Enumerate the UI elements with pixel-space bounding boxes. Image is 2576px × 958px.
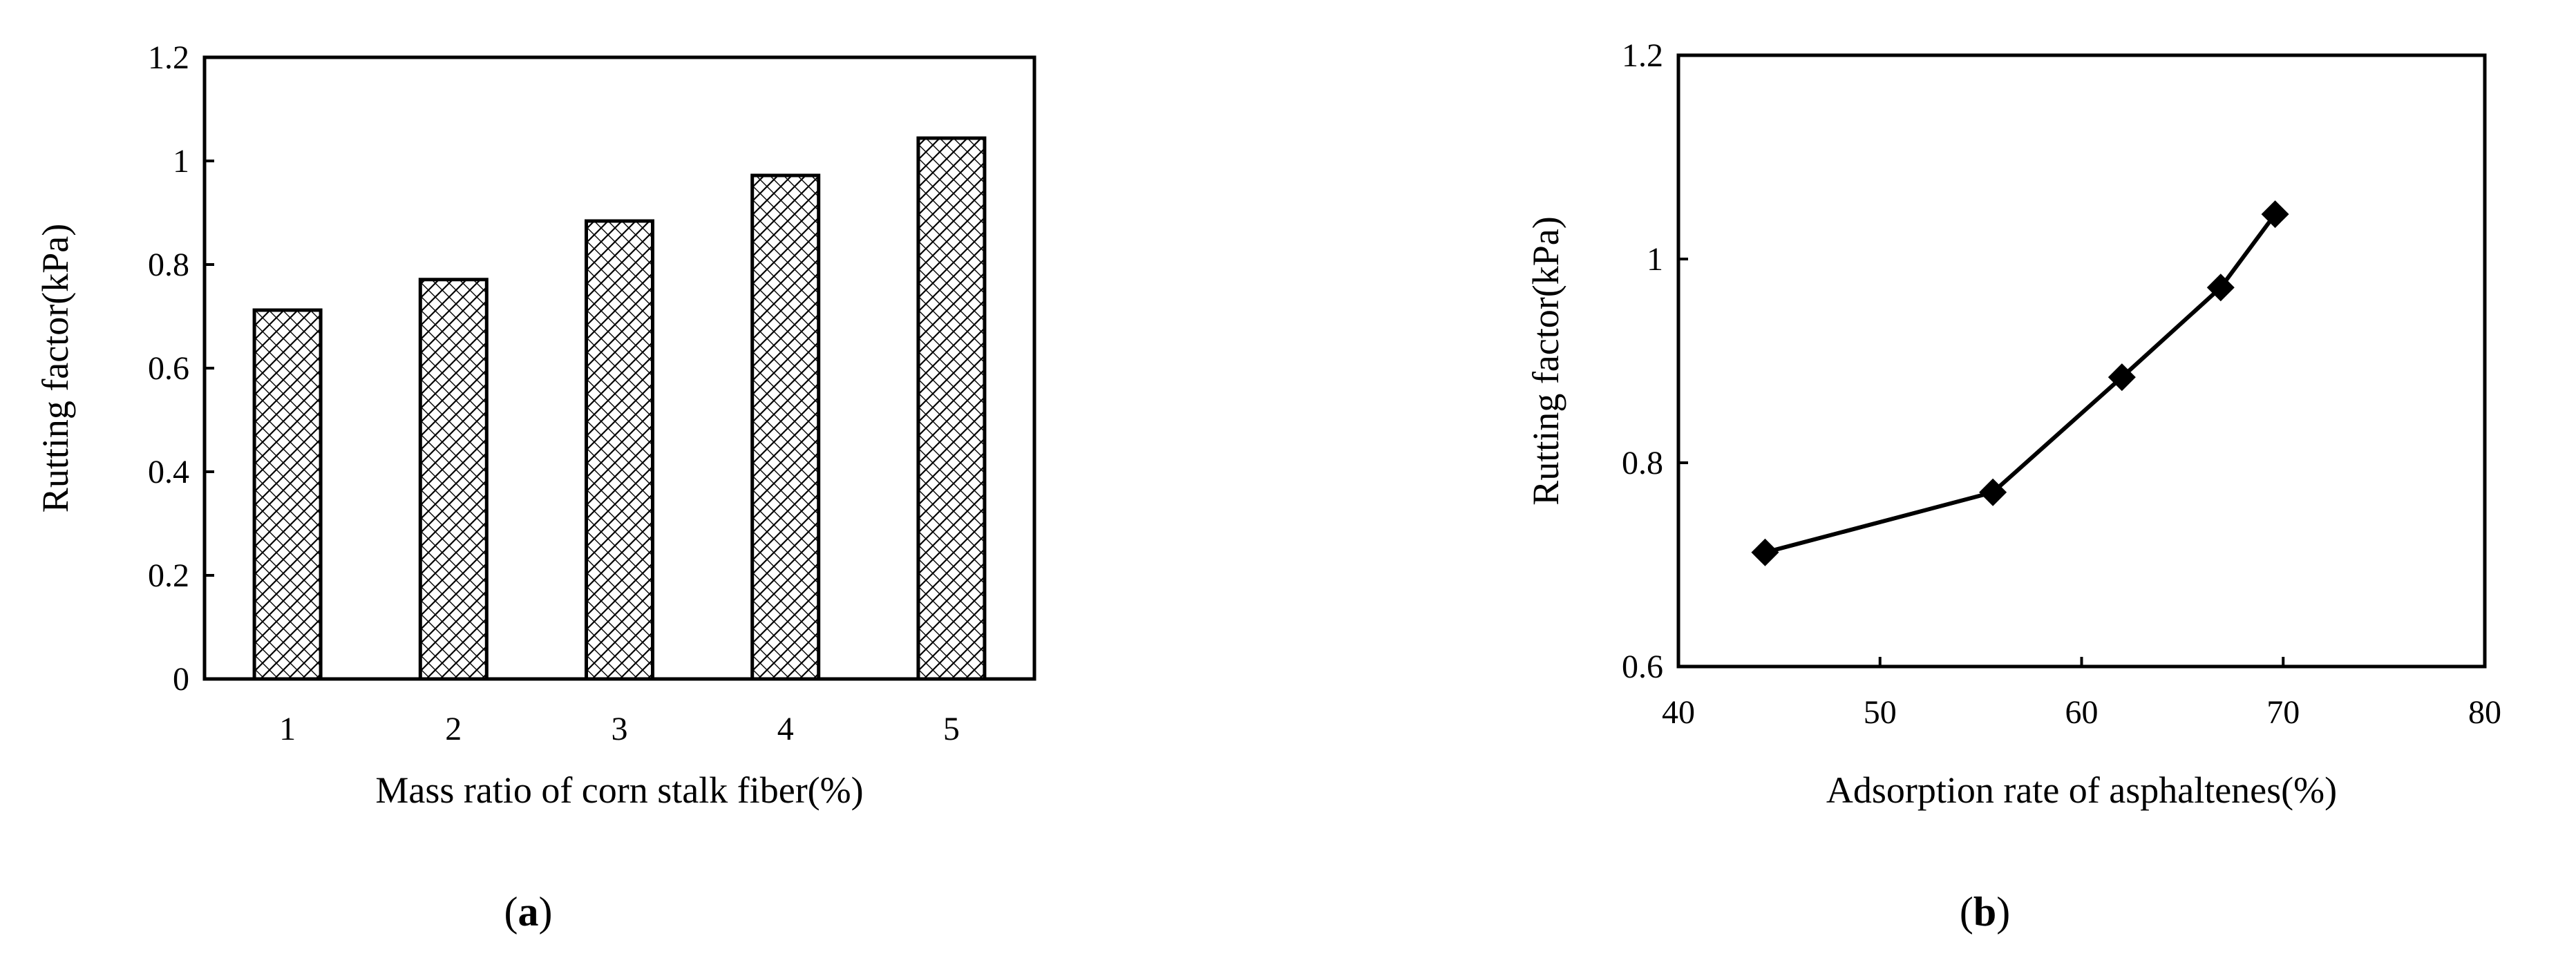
chart-a-panel-letter: a [518, 889, 539, 935]
chart-b-x-tick-label: 50 [1864, 694, 1897, 731]
chart-a-y-tick-label: 1.2 [148, 39, 189, 76]
chart-a-panel-label: (a) [504, 889, 553, 935]
chart-b-x-tick-label: 70 [2266, 694, 2300, 731]
chart-a-bar [750, 173, 821, 681]
chart-b-data-point [2108, 363, 2136, 392]
chart-a: 0 0.2 0.4 0.6 0.8 1 1.2 1 2 3 4 5 Rutting factor(k… [35, 39, 1036, 935]
chart-b-y-tick-label: 0.6 [1622, 649, 1663, 685]
chart-b-x-tick-label: 60 [2065, 694, 2099, 731]
chart-b-x-tick-label: 80 [2468, 694, 2501, 731]
chart-a-x-tick-label: 1 [279, 711, 296, 747]
chart-a-bar [252, 308, 323, 681]
chart-b-x-tick-label: 40 [1662, 694, 1695, 731]
chart-a-y-axis-label: Rutting factor(kPa) [35, 224, 76, 512]
chart-b-y-axis-label: Rutting factor(kPa) [1525, 216, 1566, 505]
chart-b-data-point [2206, 274, 2235, 302]
chart-a-x-tick-label: 2 [445, 711, 462, 747]
chart-b-panel-label: (b) [1960, 889, 2010, 935]
chart-a-bar [916, 136, 987, 681]
chart-a-y-tick-label: 1 [173, 143, 189, 180]
chart-b-data-point [2261, 200, 2289, 229]
chart-a-y-tick-label: 0.4 [148, 454, 189, 490]
chart-b-plot-area [1676, 53, 2487, 669]
chart-a-x-axis-label: Mass ratio of corn stalk fiber(%) [375, 769, 863, 811]
chart-a-y-tick-label: 0.2 [148, 557, 189, 594]
chart-a-y-tick-label: 0.6 [148, 350, 189, 387]
chart-a-y-tick-label: 0.8 [148, 247, 189, 283]
chart-a-x-tick-label: 3 [612, 711, 628, 747]
chart-a-x-tick-label: 4 [777, 711, 794, 747]
chart-a-bar [418, 278, 489, 681]
chart-b-y-tick-label: 1 [1647, 241, 1663, 278]
chart-b-panel-letter: b [1973, 889, 1996, 935]
chart-b-y-tick-label: 1.2 [1622, 37, 1663, 74]
chart-b-y-tick-label: 0.8 [1622, 445, 1663, 481]
chart-b: 0.6 0.8 1 1.2 40 50 60 70 80 Rutting factor(kPa… [1525, 37, 2501, 935]
chart-b-series-line [1764, 213, 2277, 555]
chart-b-x-axis-label: Adsorption rate of asphaltenes(%) [1826, 769, 2337, 811]
chart-a-bar [585, 219, 654, 681]
chart-a-x-tick-label: 5 [943, 711, 960, 747]
chart-a-y-tick-label: 0 [173, 661, 189, 698]
chart-b-data-point [1751, 538, 1779, 566]
chart-b-data-point [1979, 478, 2007, 506]
